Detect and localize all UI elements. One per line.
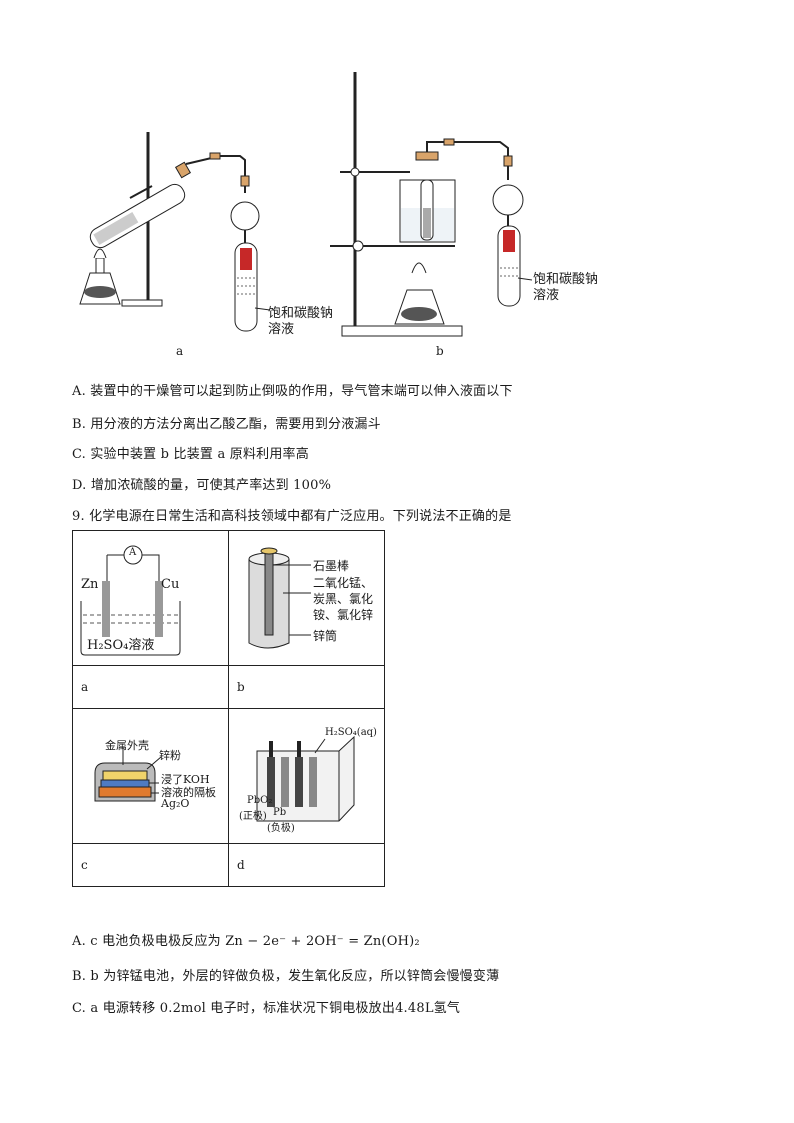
pbo2-label: PbO₂ bbox=[247, 795, 273, 806]
q9-option-a: A. c 电池负极电极反应为 Zn − 2e⁻ + 2OH⁻ = Zn(OH)₂ bbox=[72, 934, 420, 949]
cell-a-label: a bbox=[72, 665, 229, 709]
paste-line1: 二氧化锰、 bbox=[313, 576, 374, 590]
tube-label-b-line1: 饱和碳酸钠 bbox=[533, 272, 599, 287]
q8-option-c: C. 实验中装置 b 比装置 a 原料利用率高 bbox=[72, 447, 309, 462]
solution-label: H₂SO₄溶液 bbox=[87, 638, 155, 653]
tube-label-b-line2: 溶液 bbox=[533, 288, 560, 303]
tube-label-a: 饱和碳酸钠 溶液 bbox=[268, 306, 333, 338]
zinc-can-label: 锌筒 bbox=[313, 629, 338, 643]
paste-line3: 铵、氯化锌 bbox=[313, 608, 374, 622]
zinc-powder-label: 锌粉 bbox=[159, 749, 181, 762]
tube-label-a-line1: 饱和碳酸钠 bbox=[268, 306, 334, 321]
q8-option-a: A. 装置中的干燥管可以起到防止倒吸的作用，导气管末端可以伸入液面以下 bbox=[72, 384, 513, 399]
q8-option-d: D. 增加浓硫酸的量，可使其产率达到 100% bbox=[72, 478, 332, 493]
battery-table: A Zn Cu H₂SO₄溶液 石墨棒 二氧化锰、 bbox=[72, 530, 385, 887]
button-cell-diagram bbox=[94, 749, 162, 802]
separator-line2: 溶液的隔板 bbox=[161, 786, 216, 799]
ammeter-label: A bbox=[129, 547, 137, 558]
paste-line2: 炭黑、氯化 bbox=[313, 592, 374, 606]
lead-acid-battery-diagram bbox=[256, 735, 355, 822]
zn-label: Zn bbox=[81, 577, 99, 592]
zinc-manganese-cell-diagram bbox=[248, 547, 311, 649]
cell-b-image: 石墨棒 二氧化锰、 炭黑、氯化 铵、氯化锌 锌筒 bbox=[228, 530, 385, 666]
negative-label: (负极) bbox=[267, 823, 295, 834]
q8-option-b: B. 用分液的方法分离出乙酸乙酯，需要用到分液漏斗 bbox=[72, 417, 381, 432]
cell-c-image: 金属外壳 锌粉 浸了KOH 溶液的隔板 Ag₂O bbox=[72, 708, 229, 844]
apparatus-figure bbox=[70, 68, 630, 363]
positive-label: (正极) bbox=[239, 811, 267, 822]
cell-d-image: H₂SO₄(aq) PbO₂ (正极) Pb (负极) bbox=[228, 708, 385, 844]
apparatus-drawing bbox=[79, 72, 533, 337]
cell-c-label: c bbox=[72, 843, 229, 887]
graphite-rod-label: 石墨棒 bbox=[313, 559, 350, 573]
figure-label-a: a bbox=[176, 344, 184, 358]
silver-oxide-label: Ag₂O bbox=[161, 797, 190, 810]
cell-b-label: b bbox=[228, 665, 385, 709]
cell-a-image: A Zn Cu H₂SO₄溶液 bbox=[72, 530, 229, 666]
paste-label: 二氧化锰、 炭黑、氯化 铵、氯化锌 bbox=[313, 575, 373, 623]
pb-label: Pb bbox=[273, 807, 287, 818]
metal-shell-label: 金属外壳 bbox=[105, 739, 149, 752]
q9-option-c: C. a 电源转移 0.2mol 电子时，标准状况下铜电极放出4.48L氢气 bbox=[72, 1001, 461, 1016]
electrolyte-label: H₂SO₄(aq) bbox=[325, 727, 377, 738]
separator-line1: 浸了KOH bbox=[161, 773, 210, 786]
q9-stem: 9. 化学电源在日常生活和高科技领域中都有广泛应用。下列说法不正确的是 bbox=[72, 509, 512, 524]
tube-label-b: 饱和碳酸钠 溶液 bbox=[533, 272, 598, 304]
tube-label-a-line2: 溶液 bbox=[268, 322, 295, 337]
q9-option-b: B. b 为锌锰电池，外层的锌做负极，发生氧化反应，所以锌筒会慢慢变薄 bbox=[72, 969, 500, 984]
figure-label-b: b bbox=[436, 344, 444, 358]
separator-label: 浸了KOH 溶液的隔板 bbox=[161, 773, 216, 799]
cell-d-label: d bbox=[228, 843, 385, 887]
galvanic-cell-diagram bbox=[80, 545, 181, 656]
cu-label: Cu bbox=[161, 577, 180, 592]
